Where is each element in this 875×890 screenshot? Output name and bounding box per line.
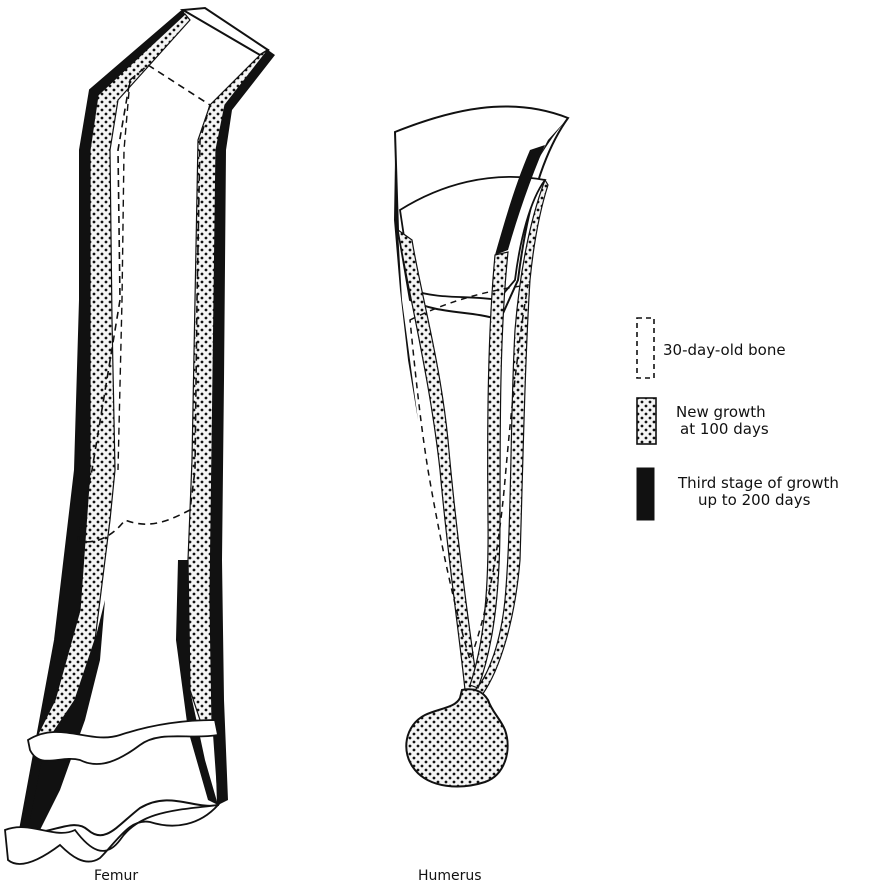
femur-drawing [5, 8, 275, 864]
legend-swatch-third-stage [637, 468, 654, 520]
humerus-caption: Humerus [418, 868, 482, 884]
humerus-lower-new-growth [406, 689, 507, 786]
legend-new-growth-line-1: New growth [676, 404, 769, 421]
femur-right-third-stage [210, 50, 275, 805]
legend-new-growth-line-2: at 100 days [676, 421, 769, 438]
legend-swatches [637, 318, 656, 520]
legend-swatch-old-bone [637, 318, 654, 378]
legend-third-stage-line-1: Third stage of growth [678, 475, 839, 492]
humerus-drawing [394, 106, 568, 786]
legend-label-third-stage: Third stage of growth up to 200 days [678, 475, 839, 509]
legend-label-old-bone: 30-day-old bone [663, 342, 786, 359]
femur-caption: Femur [94, 868, 138, 884]
legend-swatch-new-growth [637, 398, 656, 444]
legend-old-bone-line-1: 30-day-old bone [663, 342, 786, 359]
legend-third-stage-line-2: up to 200 days [678, 492, 839, 509]
legend-label-new-growth: New growth at 100 days [676, 404, 769, 438]
